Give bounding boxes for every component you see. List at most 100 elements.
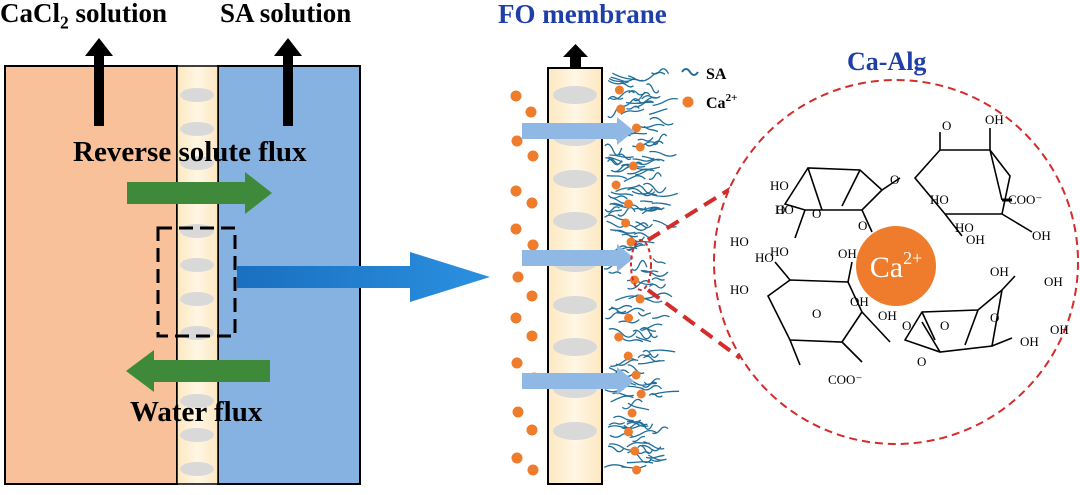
atom-label-bottom: OH [878,308,897,323]
sa-chain [635,169,655,176]
legend-sa-label: SA [706,66,727,83]
pore [180,156,214,170]
sa-chain [648,172,662,181]
wavy-line-icon [681,68,699,76]
zoom-region-box [156,226,237,338]
water-flow-arrow [522,117,634,145]
ca-ion [624,313,634,323]
sa-chain [632,157,655,162]
pore [180,326,214,340]
sa-chain [639,327,657,332]
atom-label-top: HO [770,244,789,259]
sa-chain [652,133,668,146]
ca-ion [631,370,641,380]
atom-label-top: HO [955,220,974,235]
atom-label-top: O [776,202,785,217]
sa-chain [623,175,646,182]
sa-chain [652,219,677,228]
water-flow-arrows [522,117,634,395]
sa-chain [641,384,662,391]
sa-chain [646,83,660,94]
ca-ion [512,271,524,283]
sa-chain [610,304,633,310]
atom-label-top: HO [730,234,749,249]
sa-chain [652,426,669,435]
atom-label-bottom: OH [1050,322,1069,337]
ca-ion [511,357,523,369]
ca-ion [624,427,633,437]
sa-chain [607,158,623,165]
atom-label-top: COO⁻ [1008,192,1042,207]
sa-chain [651,277,665,281]
legend-ca-label: Ca2+ [706,92,737,112]
sa-chain [610,358,637,367]
sa-chain [608,421,626,426]
sa-chain [608,90,635,100]
water-flux-label: Water flux [130,396,263,428]
sa-chain [637,353,651,359]
pore [180,292,214,306]
sa-chain [606,175,628,180]
sa-chain [610,229,636,234]
sa-chain [620,108,645,115]
atom-label-top: O [890,172,899,187]
sa-chain [647,454,667,461]
sa-chain [642,182,667,194]
sa-chain [610,164,632,173]
ca-ion [527,150,539,162]
pore [180,258,214,272]
zoom-arrow [237,252,490,302]
sa-chain [632,207,660,212]
ca-ion [626,237,636,247]
orange-dot-icon [682,96,694,108]
sa-chain [637,359,665,365]
sa-chain [631,259,648,271]
ca-ion [510,312,522,324]
pore [553,338,597,356]
sa-chain [612,392,634,397]
sa-chain [637,444,654,455]
sa-chain [608,271,622,275]
sa-chain [642,327,659,339]
sa-chain [645,454,665,459]
sa-chain [643,206,663,211]
ca-ion [624,199,633,209]
sa-chain [649,283,667,289]
atom-label-bottom: OH [838,246,857,261]
ca-ion-center-label: Ca2+ [870,248,922,284]
sa-chain [627,280,651,290]
atom-label-bottom: HO [730,282,749,297]
pore [180,462,214,476]
sa-chain [604,143,623,156]
sa-chain [631,190,658,196]
sa-chain [627,244,646,251]
zoom-connector-bottom [646,288,742,360]
sa-chain [608,77,625,83]
atom-label-bottom: COO⁻ [828,372,862,387]
ca-ion-center [856,226,936,306]
pore [553,212,597,230]
pore [553,422,597,440]
alginate-molecule-top [783,128,1033,239]
pore [180,428,214,442]
sa-chain [612,415,634,422]
ca-ion [511,452,523,464]
sa-chain [640,270,669,277]
sa-chain [629,429,658,439]
sa-chain [652,314,670,319]
ca-alg-title: Ca-Alg [847,47,927,76]
ca-ion [512,406,524,418]
sa-chain [609,154,634,159]
sa-chain [642,349,659,359]
ca-ion [525,106,537,118]
ca-ion [510,185,522,197]
ca-ion [527,464,539,476]
sa-chain [652,258,666,265]
sa-chain [615,295,638,302]
sa-solution-label: SA solution [220,0,352,28]
sa-chain [651,192,678,197]
water-flow-arrow [522,367,634,395]
sa-chain [621,422,646,430]
sa-chain [644,292,673,300]
